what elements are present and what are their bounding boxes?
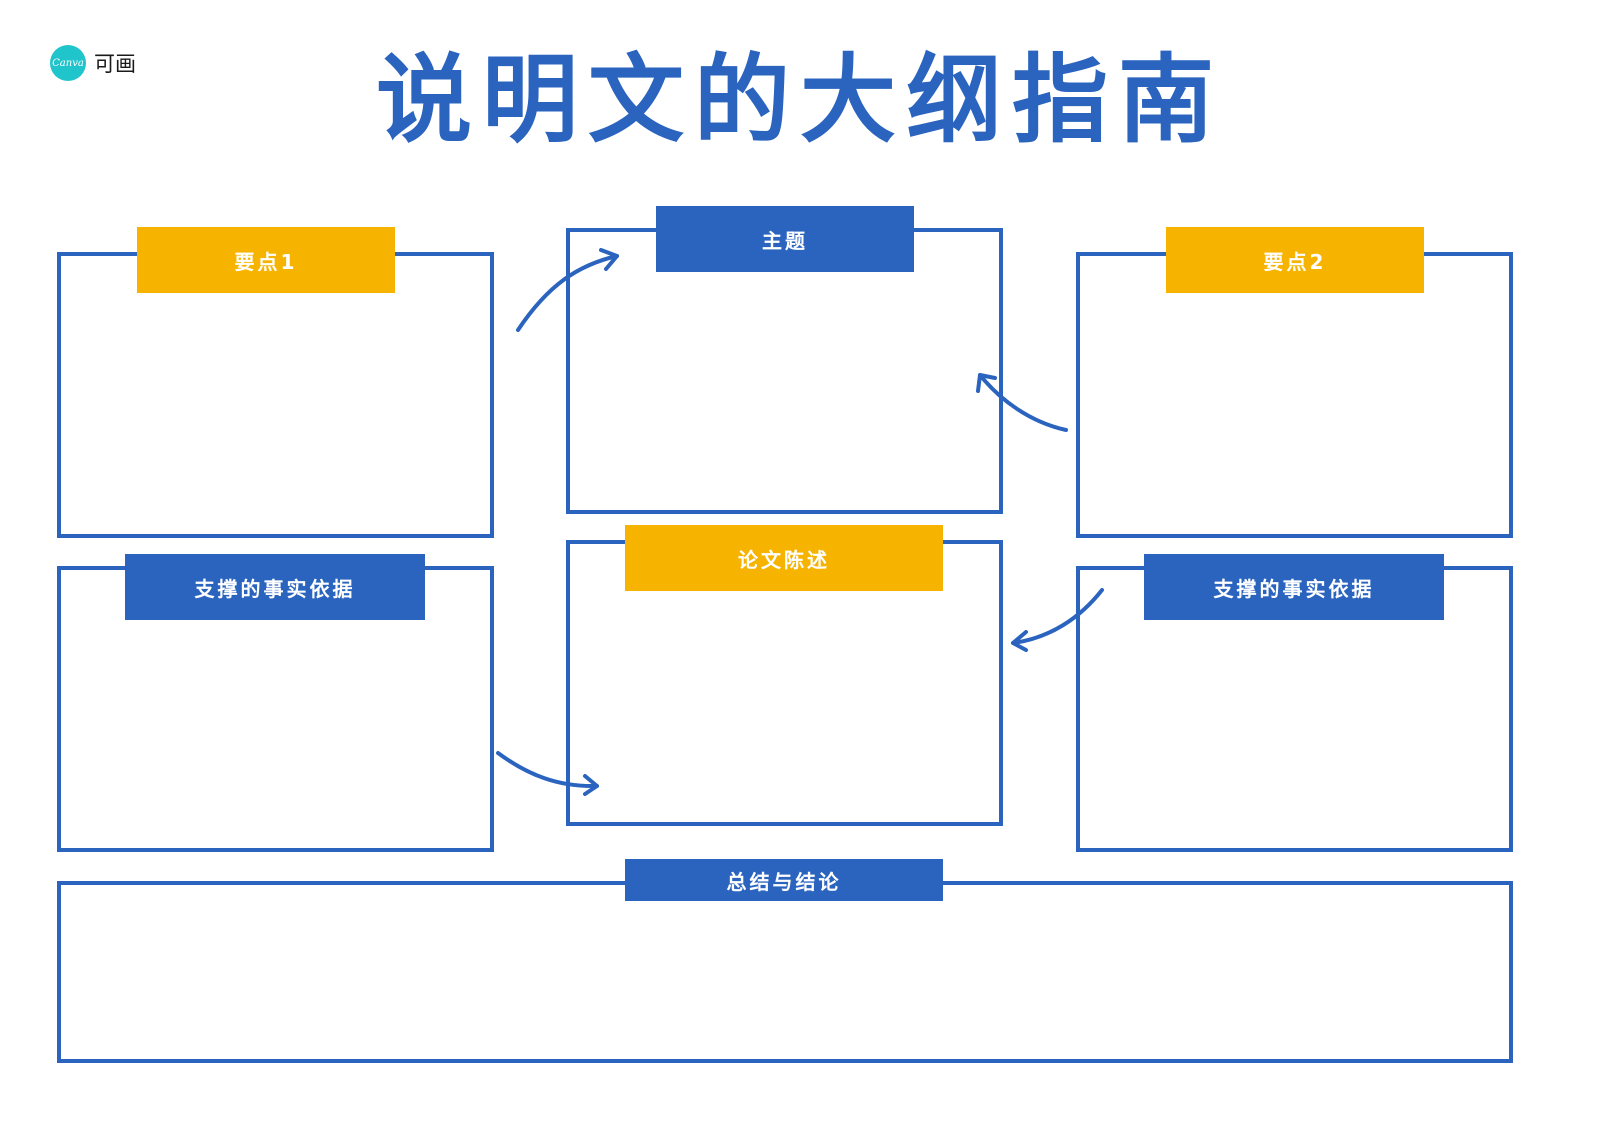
arrow-point2-to-topic: [976, 373, 1068, 432]
page-title: 说明文的大纲指南: [376, 44, 1224, 156]
arrow-point1-to-topic: [516, 248, 619, 332]
arrow-support-right-to-thesis: [1011, 588, 1104, 652]
topic-label: 主题: [656, 206, 914, 272]
conclusion-label: 总结与结论: [625, 859, 943, 901]
thesis-label: 论文陈述: [625, 525, 943, 591]
point2-label: 要点2: [1166, 227, 1424, 293]
brand-text: 可画: [94, 52, 136, 76]
support-left-label: 支撑的事实依据: [125, 554, 425, 620]
support-right-label: 支撑的事实依据: [1144, 554, 1444, 620]
point1-label: 要点1: [137, 227, 395, 293]
arrow-support-left-to-thesis: [496, 751, 599, 796]
brand-logo: Canva 可画: [50, 45, 136, 81]
canva-logo-icon: Canva: [50, 45, 86, 81]
